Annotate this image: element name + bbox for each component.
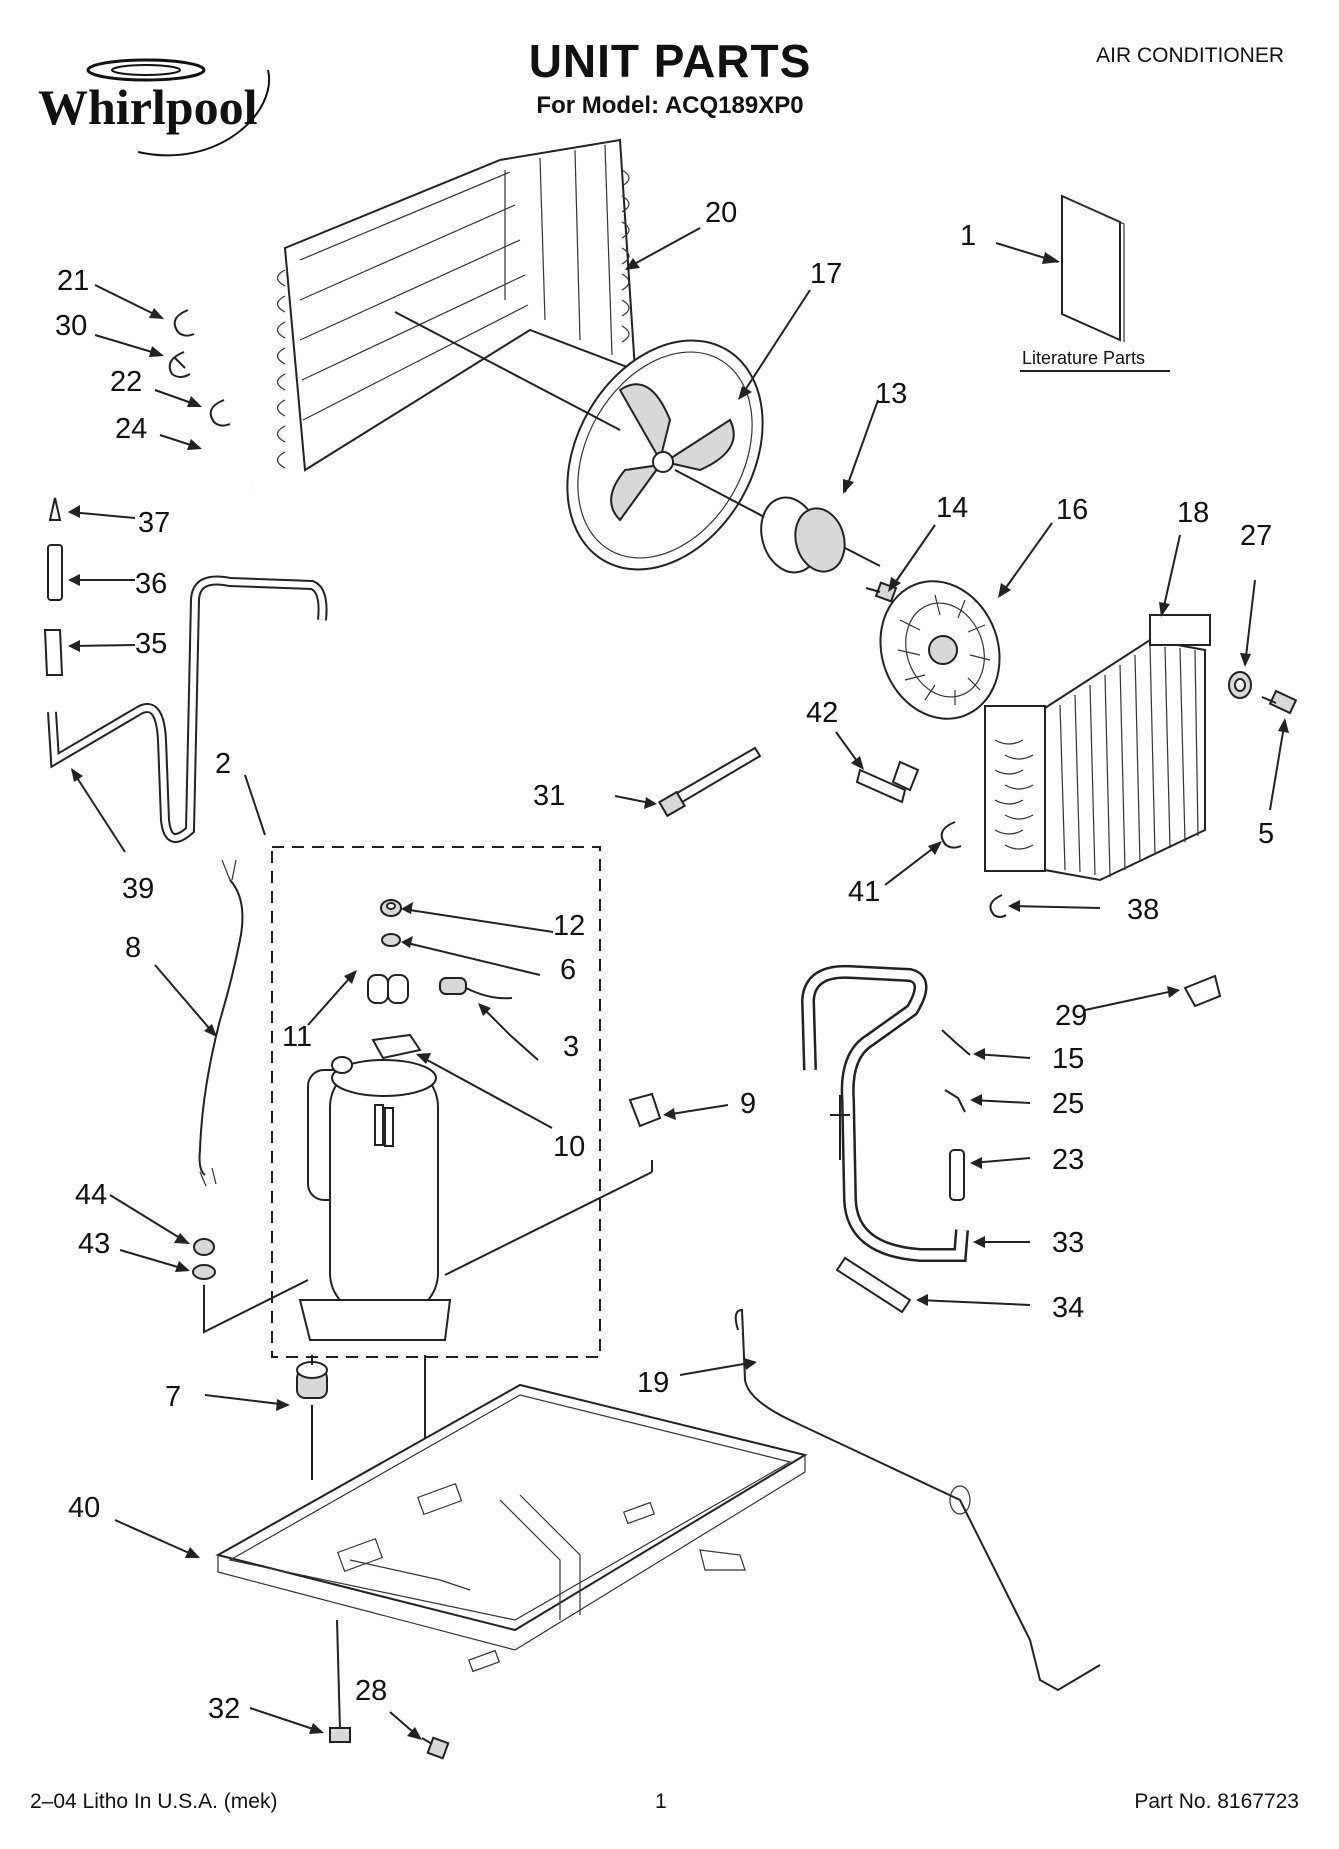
footer-page-number: 1 <box>655 1790 667 1813</box>
callout-6: 6 <box>560 954 576 986</box>
tube-42-drawing <box>855 760 920 804</box>
fitting-23-drawing <box>949 1149 965 1201</box>
washer-6-drawing <box>381 933 401 947</box>
screw-5-drawing <box>1261 689 1298 715</box>
callout-7: 7 <box>165 1381 181 1413</box>
callout-39: 39 <box>122 873 154 905</box>
callout-42: 42 <box>806 697 838 729</box>
overload-3-drawing <box>439 977 513 1000</box>
callout-34: 34 <box>1052 1292 1084 1324</box>
literature-book-drawing <box>1061 194 1125 342</box>
callout-23: 23 <box>1052 1144 1084 1176</box>
clip-22-drawing <box>209 399 231 427</box>
fan-motor-drawing <box>674 469 881 574</box>
elbow-15-drawing <box>941 1029 971 1056</box>
washer-43-drawing <box>192 1264 216 1280</box>
tube-36-drawing <box>47 544 63 601</box>
bracket-9-drawing <box>628 1092 662 1128</box>
literature-parts-label: Literature Parts <box>1022 348 1145 368</box>
callout-21: 21 <box>57 265 89 297</box>
callout-36: 36 <box>135 568 167 600</box>
callout-14: 14 <box>936 492 968 524</box>
grommet-27-drawing <box>1228 671 1252 699</box>
suction-tube-drawing <box>800 964 969 1262</box>
callout-5: 5 <box>1258 818 1274 850</box>
elbow-25-drawing <box>944 1089 966 1113</box>
callout-3: 3 <box>563 1031 579 1063</box>
leader-lines <box>68 227 1289 1740</box>
callout-28: 28 <box>355 1675 387 1707</box>
callout-17: 17 <box>810 258 842 290</box>
callout-18: 18 <box>1177 497 1209 529</box>
whirlpool-logo: Whirlpool <box>38 58 271 157</box>
callout-37: 37 <box>138 507 170 539</box>
cap-37-drawing <box>48 497 62 521</box>
callout-44: 44 <box>75 1179 107 1211</box>
callout-32: 32 <box>208 1693 240 1725</box>
clip-41-drawing <box>940 821 962 849</box>
blower-wheel-drawing <box>879 580 1001 720</box>
callout-38: 38 <box>1127 894 1159 926</box>
clip-29-drawing <box>1183 974 1222 1008</box>
evaporator-coil-drawing <box>984 614 1211 882</box>
callout-29: 29 <box>1055 1000 1087 1032</box>
clip-21-drawing <box>173 309 195 337</box>
callout-35: 35 <box>135 628 167 660</box>
tube-34-drawing <box>835 1256 912 1314</box>
callout-10: 10 <box>553 1131 585 1163</box>
callout-41: 41 <box>848 876 880 908</box>
wire-harness-8-drawing <box>198 859 244 1187</box>
callout-24: 24 <box>115 413 147 445</box>
callout-30: 30 <box>55 310 87 342</box>
nut-12-drawing <box>380 899 402 917</box>
bolt-32-drawing <box>329 1619 351 1743</box>
footer-print-info: 2–04 Litho In U.S.A. (mek) <box>30 1790 278 1813</box>
callout-2: 2 <box>215 748 231 780</box>
callout-20: 20 <box>705 197 737 229</box>
callout-labels: 1 2 3 5 6 7 8 9 10 11 12 13 14 15 16 17 … <box>55 197 1274 1725</box>
callout-40: 40 <box>68 1492 100 1524</box>
callout-11: 11 <box>282 1021 312 1053</box>
category-label: AIR CONDITIONER <box>1096 44 1284 67</box>
callout-8: 8 <box>125 932 141 964</box>
page-title: UNIT PARTS <box>528 35 812 87</box>
compressor-drawing <box>298 1056 452 1341</box>
callout-16: 16 <box>1056 494 1088 526</box>
tie-strap-31-drawing <box>657 746 762 818</box>
callout-12: 12 <box>553 910 585 942</box>
svg-text:Whirlpool: Whirlpool <box>38 79 258 135</box>
callout-9: 9 <box>740 1088 756 1120</box>
callout-13: 13 <box>875 378 907 410</box>
model-subtitle: For Model: ACQ189XP0 <box>536 92 804 119</box>
clip-38-drawing <box>989 894 1007 918</box>
compressor-assembly-outline <box>271 846 601 1358</box>
clip-30-drawing <box>168 351 191 378</box>
gasket-10-drawing <box>371 1033 422 1060</box>
nut-44-drawing <box>193 1238 215 1256</box>
callout-31: 31 <box>533 780 565 812</box>
discharge-tube-39-drawing <box>47 575 328 843</box>
condenser-coil-drawing <box>276 138 637 472</box>
fitting-35-drawing <box>43 629 64 676</box>
capillary-19-drawing <box>734 1308 1101 1692</box>
terminal-cover-11-drawing <box>367 974 409 1004</box>
grommet-7-drawing <box>296 1361 328 1399</box>
callout-25: 25 <box>1052 1088 1084 1120</box>
screw-28-drawing <box>421 1736 450 1760</box>
callout-33: 33 <box>1052 1227 1084 1259</box>
callout-43: 43 <box>78 1228 110 1260</box>
callout-22: 22 <box>110 366 142 398</box>
callout-19: 19 <box>637 1367 669 1399</box>
fan-shroud-drawing <box>394 311 764 571</box>
tube-24-drawing <box>209 439 253 507</box>
callout-1: 1 <box>960 220 976 252</box>
footer-part-number: Part No. 8167723 <box>1134 1790 1299 1813</box>
callout-15: 15 <box>1052 1043 1084 1075</box>
callout-27: 27 <box>1240 520 1272 552</box>
base-pan-40-drawing <box>215 1383 808 1673</box>
